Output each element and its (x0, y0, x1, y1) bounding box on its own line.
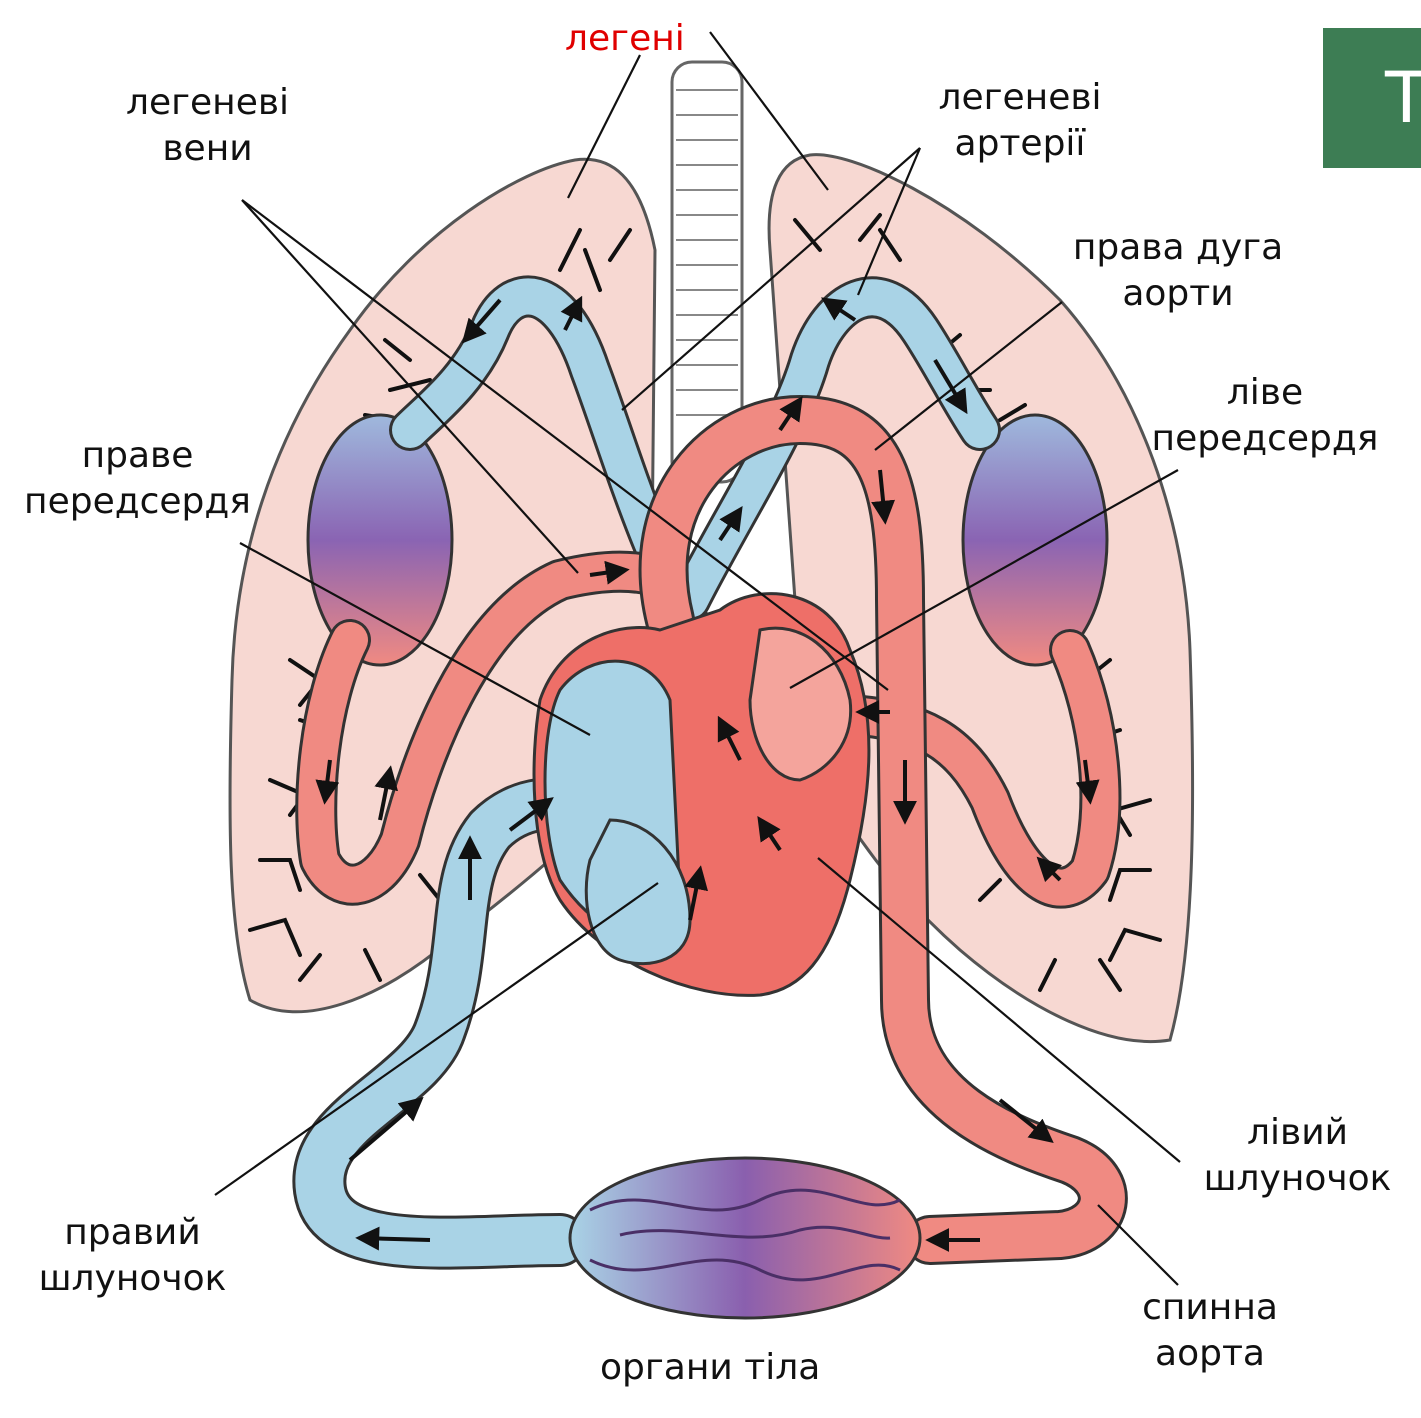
label-pulmonary-veins-line1: легеневі (105, 80, 310, 126)
label-left-ventricle: лівий шлуночок (1180, 1110, 1415, 1202)
label-right-atrium-line2: передсердя (0, 479, 275, 525)
label-pulmonary-arteries-line2: артерії (915, 121, 1125, 167)
label-pulmonary-arteries-line1: легеневі (915, 75, 1125, 121)
right-lung-capillary-bed (963, 415, 1107, 665)
label-right-atrium: праве передсердя (0, 433, 275, 525)
label-pulmonary-arteries: легеневі артерії (915, 75, 1125, 167)
label-dorsal-aorta-line2: аорта (1110, 1331, 1310, 1377)
label-dorsal-aorta-line1: спинна (1110, 1285, 1310, 1331)
label-pulmonary-veins-line2: вени (105, 126, 310, 172)
label-right-aortic-arch-line1: права дуга (1048, 225, 1308, 271)
label-left-ventricle-line2: шлуночок (1180, 1156, 1415, 1202)
label-pulmonary-veins: легеневі вени (105, 80, 310, 172)
label-lungs: легені (565, 16, 685, 62)
label-dorsal-aorta: спинна аорта (1110, 1285, 1310, 1377)
title-badge: T (1323, 28, 1421, 168)
label-right-aortic-arch-line2: аорти (1048, 271, 1308, 317)
label-left-ventricle-line1: лівий (1180, 1110, 1415, 1156)
label-right-ventricle: правий шлуночок (15, 1210, 250, 1302)
label-right-atrium-line1: праве (0, 433, 275, 479)
label-right-aortic-arch: права дуга аорти (1048, 225, 1308, 317)
label-right-ventricle-line2: шлуночок (15, 1256, 250, 1302)
label-left-atrium: ліве передсердя (1130, 370, 1400, 462)
label-right-ventricle-line1: правий (15, 1210, 250, 1256)
label-left-atrium-line2: передсердя (1130, 416, 1400, 462)
label-body-organs: органи тіла (600, 1345, 820, 1391)
label-left-atrium-line1: ліве (1130, 370, 1400, 416)
left-lung-capillary-bed (308, 415, 452, 665)
